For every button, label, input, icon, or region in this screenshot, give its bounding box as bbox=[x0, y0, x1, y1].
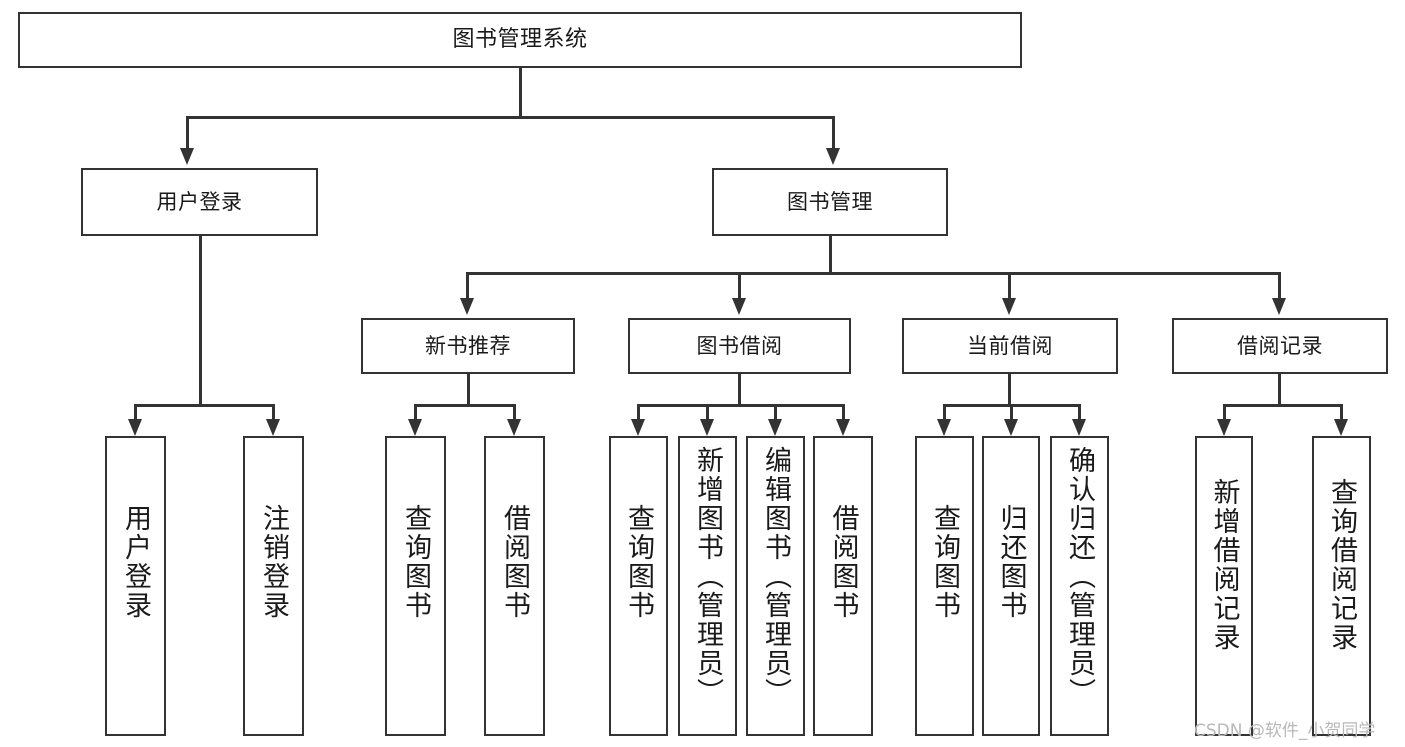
edge-bb-to-leaf-2 bbox=[706, 404, 709, 422]
edge-br-to-leaf-1 bbox=[1223, 404, 1226, 422]
arrow-bb-to-leaf-1 bbox=[631, 419, 645, 436]
arrow-bm-to-book-borrow bbox=[732, 298, 746, 315]
arrow-root-to-book-management bbox=[826, 148, 840, 165]
node-book-borrow-label: 图书借阅 bbox=[696, 333, 783, 358]
node-current-borrow[interactable]: 当前借阅 bbox=[902, 318, 1118, 374]
node-book-borrow[interactable]: 图书借阅 bbox=[628, 318, 851, 374]
arrow-nb-to-leaf-2 bbox=[507, 419, 521, 436]
edge-root-to-user-login bbox=[186, 116, 189, 150]
arrow-bm-to-current-borrow bbox=[1002, 298, 1016, 315]
node-user-login-label: 用户登录 bbox=[156, 189, 243, 214]
node-leaf-return-book[interactable]: 归还图书 bbox=[982, 436, 1040, 736]
edge-root-to-book-management bbox=[832, 116, 835, 150]
edge-bb-to-leaf-4 bbox=[842, 404, 845, 422]
node-new-book-recommend[interactable]: 新书推荐 bbox=[361, 318, 575, 374]
edge-book-management-bus bbox=[466, 272, 1280, 275]
edge-cb-to-leaf-2 bbox=[1010, 404, 1013, 422]
node-leaf-query-book-1-label: 查询图书 bbox=[400, 504, 431, 620]
node-new-book-recommend-label: 新书推荐 bbox=[425, 333, 511, 358]
node-current-borrow-label: 当前借阅 bbox=[967, 333, 1053, 358]
edge-user-login-to-leaf-2 bbox=[272, 404, 275, 422]
arrow-cb-to-leaf-3 bbox=[1072, 419, 1086, 436]
edge-book-borrow-stem bbox=[738, 374, 741, 406]
edge-bm-to-new-book bbox=[466, 272, 469, 300]
edge-book-management-stem bbox=[829, 236, 832, 274]
arrow-user-login-to-leaf-1 bbox=[128, 419, 142, 436]
edge-bm-to-book-borrow bbox=[738, 272, 741, 300]
edge-borrow-record-bus bbox=[1223, 404, 1342, 407]
edge-book-borrow-bus bbox=[637, 404, 843, 407]
edge-new-book-bus bbox=[414, 404, 515, 407]
edge-bb-to-leaf-1 bbox=[637, 404, 640, 422]
node-leaf-user-login-label: 用户登录 bbox=[120, 504, 151, 620]
node-borrow-record-label: 借阅记录 bbox=[1237, 333, 1323, 358]
node-leaf-edit-book[interactable]: 编辑图书（管理员） bbox=[746, 436, 805, 736]
node-leaf-borrow-book-1[interactable]: 借阅图书 bbox=[484, 436, 545, 736]
arrow-cb-to-leaf-1 bbox=[937, 419, 951, 436]
node-leaf-query-book-2-label: 查询图书 bbox=[623, 504, 654, 620]
node-leaf-query-book-3-label: 查询图书 bbox=[929, 504, 960, 620]
edge-nb-to-leaf-2 bbox=[513, 404, 516, 422]
node-leaf-borrow-book-2-label: 借阅图书 bbox=[827, 504, 859, 620]
node-leaf-add-record-label: 新增借阅记录 bbox=[1208, 478, 1240, 652]
arrow-user-login-to-leaf-2 bbox=[266, 419, 280, 436]
node-leaf-confirm-return-label: 确认归还（管理员） bbox=[1064, 446, 1095, 707]
node-user-login[interactable]: 用户登录 bbox=[81, 168, 318, 236]
arrow-bb-to-leaf-3 bbox=[768, 419, 782, 436]
arrow-cb-to-leaf-2 bbox=[1004, 419, 1018, 436]
node-leaf-query-book-3[interactable]: 查询图书 bbox=[915, 436, 974, 736]
edge-bm-to-current-borrow bbox=[1008, 272, 1011, 300]
arrow-bb-to-leaf-4 bbox=[836, 419, 850, 436]
node-leaf-add-book-label: 新增图书（管理员） bbox=[692, 446, 723, 707]
node-borrow-record[interactable]: 借阅记录 bbox=[1172, 318, 1388, 374]
node-leaf-user-logout-label: 注销登录 bbox=[258, 504, 289, 620]
arrow-br-to-leaf-2 bbox=[1334, 419, 1348, 436]
node-leaf-query-book-2[interactable]: 查询图书 bbox=[609, 436, 668, 736]
node-leaf-query-book-1[interactable]: 查询图书 bbox=[385, 436, 446, 736]
edge-br-to-leaf-2 bbox=[1340, 404, 1343, 422]
node-book-management-label: 图书管理 bbox=[787, 189, 873, 214]
node-leaf-query-record-label: 查询借阅记录 bbox=[1326, 478, 1357, 652]
arrow-br-to-leaf-1 bbox=[1217, 419, 1231, 436]
node-root-label: 图书管理系统 bbox=[452, 27, 588, 53]
node-root[interactable]: 图书管理系统 bbox=[18, 12, 1022, 68]
edge-cb-to-leaf-3 bbox=[1078, 404, 1081, 422]
node-leaf-confirm-return[interactable]: 确认归还（管理员） bbox=[1050, 436, 1109, 736]
edge-nb-to-leaf-1 bbox=[414, 404, 417, 422]
node-leaf-user-logout[interactable]: 注销登录 bbox=[243, 436, 304, 736]
node-leaf-return-book-label: 归还图书 bbox=[995, 504, 1027, 620]
edge-new-book-stem bbox=[467, 374, 470, 406]
node-leaf-add-book[interactable]: 新增图书（管理员） bbox=[678, 436, 737, 736]
node-leaf-edit-book-label: 编辑图书（管理员） bbox=[760, 446, 791, 707]
arrow-nb-to-leaf-1 bbox=[408, 419, 422, 436]
edge-bb-to-leaf-3 bbox=[774, 404, 777, 422]
edge-root-stem bbox=[519, 67, 522, 117]
edge-current-borrow-stem bbox=[1008, 374, 1011, 406]
edge-user-login-bus bbox=[134, 404, 272, 407]
arrow-bb-to-leaf-2 bbox=[700, 419, 714, 436]
arrow-bm-to-new-book bbox=[460, 298, 474, 315]
arrow-root-to-user-login bbox=[180, 148, 194, 165]
node-leaf-borrow-book-2[interactable]: 借阅图书 bbox=[813, 436, 873, 736]
edge-user-login-to-leaf-1 bbox=[134, 404, 137, 422]
edge-borrow-record-stem bbox=[1278, 374, 1281, 406]
edge-root-bus bbox=[186, 116, 834, 119]
arrow-bm-to-borrow-record bbox=[1272, 298, 1286, 315]
edge-user-login-stem bbox=[199, 236, 202, 406]
edge-bm-to-borrow-record bbox=[1278, 272, 1281, 300]
edge-cb-to-leaf-1 bbox=[943, 404, 946, 422]
node-book-management[interactable]: 图书管理 bbox=[712, 168, 948, 236]
node-leaf-borrow-book-1-label: 借阅图书 bbox=[499, 504, 530, 620]
node-leaf-query-record[interactable]: 查询借阅记录 bbox=[1312, 436, 1371, 736]
node-leaf-add-record[interactable]: 新增借阅记录 bbox=[1195, 436, 1253, 736]
node-leaf-user-login[interactable]: 用户登录 bbox=[105, 436, 166, 736]
csdn-watermark: CSDN @软件_小贺同学 bbox=[1194, 721, 1376, 741]
